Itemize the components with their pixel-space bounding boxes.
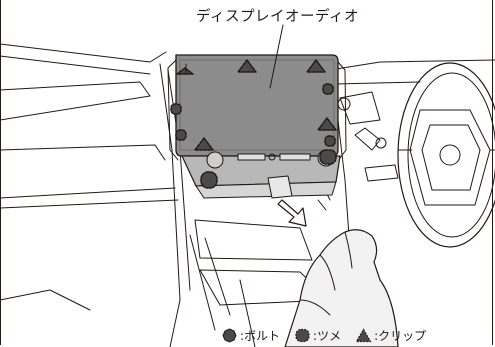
center-button — [268, 153, 276, 161]
dashboard-right-vent — [339, 91, 381, 125]
claw-marker — [322, 83, 334, 95]
legend: :ボルト :ツメ :クリップ — [221, 326, 426, 344]
steering-wheel-emblem — [439, 144, 461, 166]
dashboard-top-line — [0, 43, 167, 63]
display-screen-edge — [179, 59, 335, 151]
clip-marker — [194, 137, 214, 151]
hand — [284, 229, 399, 347]
dashboard-upper-edge — [0, 55, 151, 75]
claw-marker — [324, 135, 336, 147]
title-leader-line — [269, 24, 284, 89]
claw-icon — [295, 328, 310, 342]
clip-marker — [306, 59, 326, 73]
steering-wheel-hub-inner — [421, 124, 481, 191]
legend-label-bolt: :ボルト — [240, 328, 281, 343]
clip-marker — [176, 67, 194, 75]
claw-marker — [319, 149, 337, 165]
claw-marker — [200, 171, 218, 189]
legend-label-claw: :ツメ — [313, 328, 342, 343]
dashboard-right-edge — [334, 81, 421, 85]
hand-finger-1 — [319, 254, 336, 291]
left-volume-knob — [206, 151, 224, 169]
right-controls — [354, 127, 381, 151]
dashboard-left-vent — [0, 81, 151, 121]
hand-finger-3 — [299, 299, 331, 316]
dashboard-left-shelf — [0, 144, 166, 161]
console-lower-line-2 — [204, 237, 231, 316]
dashboard-left-lower — [0, 187, 176, 199]
claw-marker — [170, 103, 182, 115]
legend-item-bolt: :ボルト — [221, 327, 280, 344]
clip-marker — [317, 117, 337, 131]
right-slot — [364, 164, 399, 182]
dashboard-right-top — [329, 59, 495, 71]
bolt-icon — [222, 327, 237, 343]
removal-arrow — [277, 199, 307, 227]
display-harness-connector — [267, 175, 293, 199]
steering-wheel-outer — [397, 62, 495, 248]
claw-marker — [175, 129, 187, 141]
dashboard-left-bottom — [0, 289, 91, 311]
console-lower-box — [194, 219, 313, 261]
dashboard-left-lower-2 — [0, 199, 179, 209]
console-left-pillar — [159, 63, 181, 347]
legend-item-clip: :クリップ — [355, 327, 426, 344]
display-bracket-left — [167, 59, 179, 161]
legend-item-claw: :ツメ — [294, 327, 341, 344]
steering-wheel-inner — [407, 72, 495, 238]
clip-icon — [355, 327, 372, 342]
display-bracket-right — [337, 61, 347, 159]
console-lower-line — [189, 234, 216, 331]
console-lower-line-3 — [239, 279, 256, 347]
display-audio-label: ディスプレイオーディオ — [196, 9, 359, 25]
right-switch — [375, 137, 387, 149]
control-buttons — [237, 153, 311, 161]
legend-label-clip: :クリップ — [374, 328, 427, 343]
clip-marker — [237, 59, 257, 73]
hand-finger-2 — [344, 231, 353, 269]
